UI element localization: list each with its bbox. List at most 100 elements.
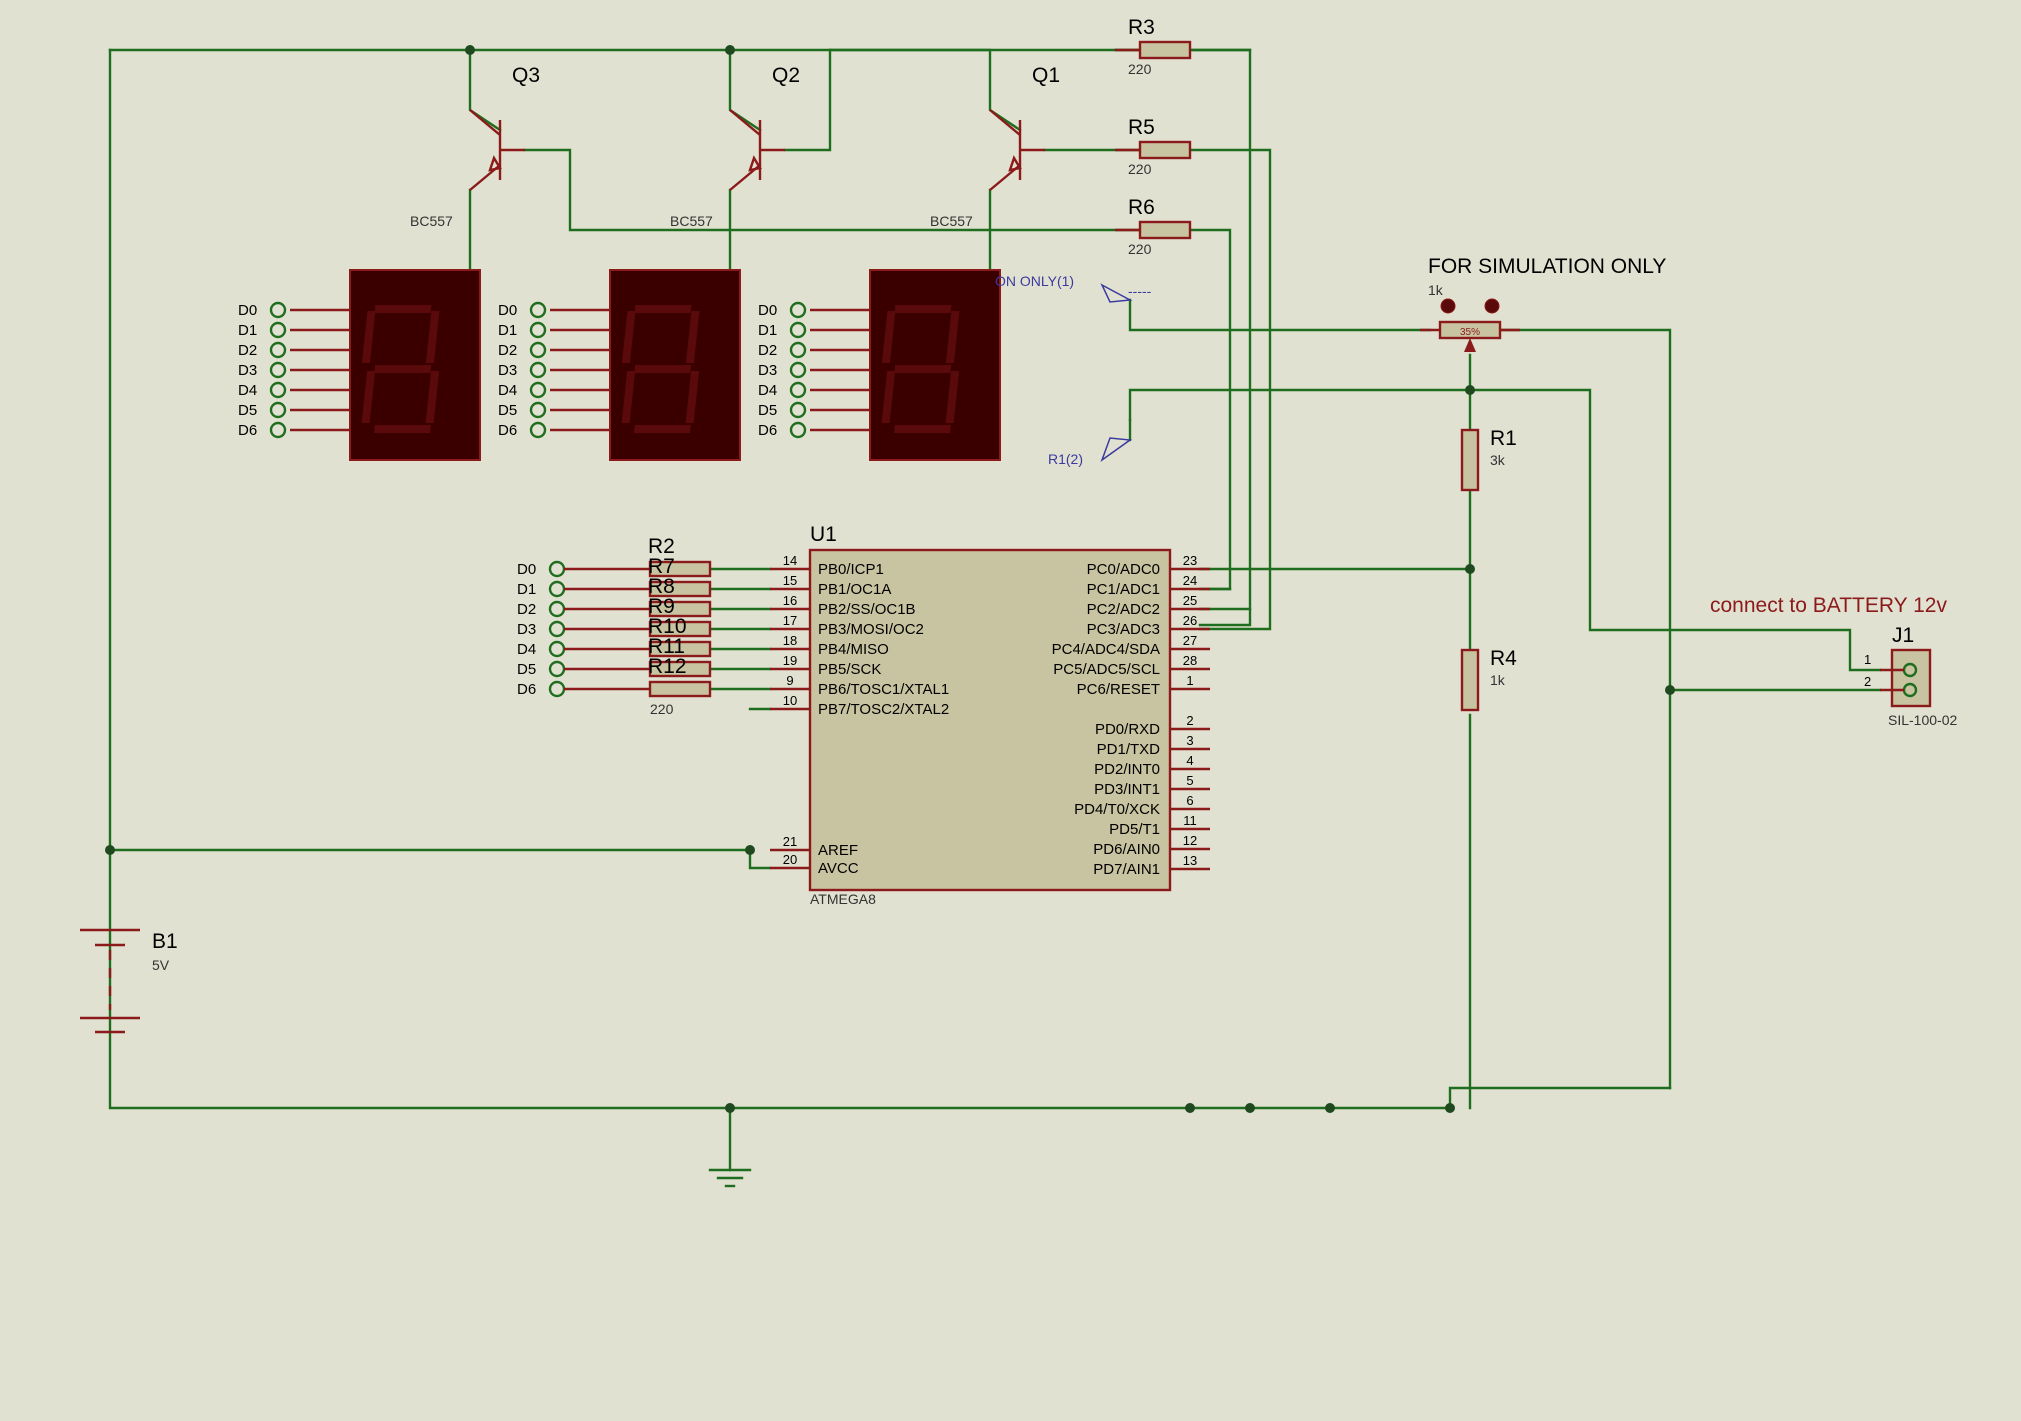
mcu-pin-name: PC2/ADC2 — [1087, 601, 1160, 618]
mcu-pin-name: AREF — [818, 842, 858, 859]
wire-pot-right — [1498, 328, 1672, 1090]
seven-segment-display-3 — [789, 269, 1001, 461]
display-terminal — [529, 381, 547, 399]
pot-knob — [1440, 298, 1456, 314]
mcu-pin-number: 2 — [1186, 713, 1193, 728]
mcu-pin-name: PB3/MOSI/OC2 — [818, 621, 924, 638]
seven-segment-display-1 — [269, 269, 481, 461]
mcu-pin-number: 19 — [783, 653, 797, 668]
transistor-q3 — [469, 109, 525, 191]
display-pin-label: D1 — [238, 322, 257, 339]
mcu-pin-number: 15 — [783, 573, 797, 588]
mcu-pin-name: PC1/ADC1 — [1087, 581, 1160, 598]
mcu-pin-number: 23 — [1183, 553, 1197, 568]
terminal-label: D4 — [517, 641, 536, 658]
terminal-label: D3 — [517, 621, 536, 638]
display-terminal — [789, 321, 807, 339]
mcu-pin-name: PB7/TOSC2/XTAL2 — [818, 701, 949, 718]
mcu-pin-number: 3 — [1186, 733, 1193, 748]
transistor-ref: Q1 — [1032, 64, 1060, 87]
battery-b1 — [80, 928, 140, 1034]
mcu-pin-number: 14 — [783, 553, 797, 568]
segment-resistor-ref: R11 — [648, 635, 685, 658]
ground-symbol — [708, 1168, 752, 1188]
resistor-value: 3k — [1490, 452, 1506, 468]
junction-dot — [1665, 685, 1675, 695]
junction-dot — [105, 845, 115, 855]
segment-resistor-ref: R10 — [648, 615, 687, 638]
mcu-ref: U1 — [810, 523, 837, 546]
mcu-pin-number: 25 — [1183, 593, 1197, 608]
mcu-pin-number: 17 — [783, 613, 797, 628]
mcu-side-terminal — [548, 560, 566, 578]
display-pin-label: D0 — [498, 302, 517, 319]
transistor-q2 — [729, 109, 785, 191]
segment-4 — [881, 371, 896, 423]
resistor-r5 — [1115, 140, 1192, 160]
resistor-body — [648, 560, 712, 578]
mcu-pin-number: 18 — [783, 633, 797, 648]
connector-part: SIL-100-02 — [1888, 712, 1957, 728]
terminal-label: D6 — [517, 681, 536, 698]
transistor-arrow — [488, 155, 502, 172]
display-terminal — [529, 301, 547, 319]
mcu-pin-name: PD6/AIN0 — [1093, 841, 1160, 858]
mcu-side-terminal — [548, 640, 566, 658]
display-pin-label: D0 — [758, 302, 777, 319]
display-pin-label: D6 — [238, 422, 257, 439]
wire-q1-emitter — [828, 48, 1022, 132]
segment-1 — [945, 311, 960, 363]
display-pin-label: D4 — [238, 382, 257, 399]
components — [80, 40, 1932, 1188]
mcu-pin-number: 5 — [1186, 773, 1193, 788]
display-terminal — [269, 321, 287, 339]
segment-resistor-ref: R9 — [648, 595, 675, 618]
segment-5 — [621, 311, 636, 363]
wire-aref-avcc — [108, 848, 772, 870]
wire-vcc-left-gnd-bottom — [108, 48, 1452, 1110]
resistor-ref: R1 — [1490, 427, 1517, 450]
wires — [105, 45, 1882, 1172]
transistor-arrow — [1008, 155, 1022, 172]
wire-q2-emitter — [728, 48, 762, 132]
junction-dot — [1245, 1103, 1255, 1113]
display-terminal — [269, 421, 287, 439]
segment-3 — [373, 425, 431, 433]
mcu-side-terminal — [548, 580, 566, 598]
junction-dot — [1465, 385, 1475, 395]
segment-1 — [685, 311, 700, 363]
battery-value: 5V — [152, 957, 170, 973]
mcu-side-terminal — [548, 660, 566, 678]
connector-note: connect to BATTERY 12v — [1710, 594, 1947, 617]
junction-dot — [465, 45, 475, 55]
resistor-body — [648, 620, 712, 638]
resistor-body — [1460, 428, 1480, 492]
segment-3 — [893, 425, 951, 433]
mcu-pin-name: PB4/MISO — [818, 641, 889, 658]
mcu-pin-name: PD1/TXD — [1097, 741, 1161, 758]
connector-j1 — [1880, 648, 1932, 708]
transistor-emitter-lead — [989, 109, 1021, 136]
segment-resistor-value: 220 — [650, 701, 674, 717]
display-pin-label: D5 — [498, 402, 517, 419]
junction-dot — [725, 45, 735, 55]
segment-resistor-ref: R12 — [648, 655, 687, 678]
segment-resistor-ref: R8 — [648, 575, 675, 598]
mcu-pin-number: 10 — [783, 693, 797, 708]
junction-dot — [1185, 1103, 1195, 1113]
display-pin-label: D3 — [758, 362, 777, 379]
segment-6 — [374, 365, 432, 373]
mcu-body — [808, 548, 1172, 892]
segment-5 — [361, 311, 376, 363]
display-terminal — [529, 341, 547, 359]
terminal-arrow-1 — [1100, 283, 1133, 303]
resistor-ref: R5 — [1128, 116, 1155, 139]
mcu-pin-name: PD5/T1 — [1109, 821, 1160, 838]
display-terminal — [269, 301, 287, 319]
mcu-pin-number: 12 — [1183, 833, 1197, 848]
wire-term2-j1 — [1128, 388, 1882, 672]
mcu-pin-name: PB5/SCK — [818, 661, 881, 678]
mcu-atmega8 — [770, 548, 1210, 892]
display-terminal — [789, 401, 807, 419]
